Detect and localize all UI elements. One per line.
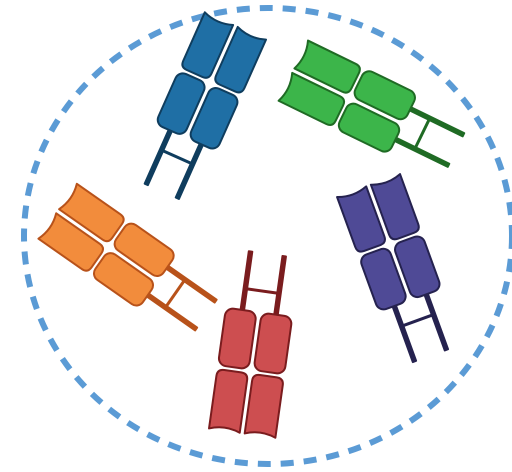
receptor-blue-tail-left bbox=[143, 127, 174, 187]
receptor-red-linker bbox=[245, 287, 280, 295]
receptor-purple-domain-lower-right bbox=[394, 235, 441, 299]
dashed-boundary-ellipse bbox=[21, 5, 512, 467]
receptor-blue-linker bbox=[160, 148, 194, 166]
receptor-red-domain-upper-right bbox=[208, 368, 249, 434]
receptor-blue-domain-lower-left bbox=[156, 72, 206, 135]
receptor-purple-domain-upper-right bbox=[369, 173, 420, 241]
receptor-orange-tail-left bbox=[145, 292, 199, 332]
receptor-green-domain-lower-left bbox=[337, 102, 401, 153]
receptor-green-tail-left bbox=[392, 136, 451, 168]
receptor-blue-domain-lower-right bbox=[189, 86, 239, 150]
receptor-red-tail-left bbox=[273, 254, 287, 317]
receptor-green-linker bbox=[413, 117, 432, 150]
receptor-blue-domain-upper-right bbox=[214, 25, 268, 94]
receptor-orange-linker bbox=[164, 278, 187, 309]
receptor-orange-domain-upper-right bbox=[58, 182, 125, 243]
receptor-blue bbox=[143, 11, 268, 200]
receptor-blue-domain-upper-left bbox=[181, 11, 235, 79]
receptor-orange-domain-upper-left bbox=[37, 212, 104, 272]
receptor-green-domain-upper-left bbox=[277, 71, 346, 126]
receptor-red-domain-lower-right bbox=[217, 307, 257, 370]
receptor-red-domain-upper-left bbox=[243, 373, 284, 439]
receptor-orange-tail-right bbox=[164, 264, 218, 304]
receptor-orange-domain-lower-right bbox=[113, 222, 175, 278]
receptor-group bbox=[37, 11, 466, 439]
receptor-purple-tail-left bbox=[391, 303, 418, 364]
receptor-purple-domain-upper-left bbox=[336, 185, 386, 253]
receptor-green-domain-lower-right bbox=[353, 70, 416, 121]
receptor-purple-tail-right bbox=[423, 291, 450, 352]
receptor-purple bbox=[336, 173, 450, 364]
receptor-green-domain-upper-right bbox=[293, 39, 361, 94]
receptor-red-domain-lower-left bbox=[253, 312, 293, 375]
receptor-green-tail-right bbox=[407, 105, 466, 138]
receptor-red-tail-right bbox=[239, 250, 254, 313]
receptor-orange-domain-lower-left bbox=[92, 252, 154, 307]
receptor-purple-domain-lower-left bbox=[360, 247, 407, 311]
receptor-blue-tail-right bbox=[174, 141, 205, 200]
receptor-red bbox=[208, 250, 293, 439]
receptor-green bbox=[277, 39, 466, 168]
receptor-orange bbox=[37, 182, 218, 332]
receptor-purple-linker bbox=[401, 313, 435, 328]
